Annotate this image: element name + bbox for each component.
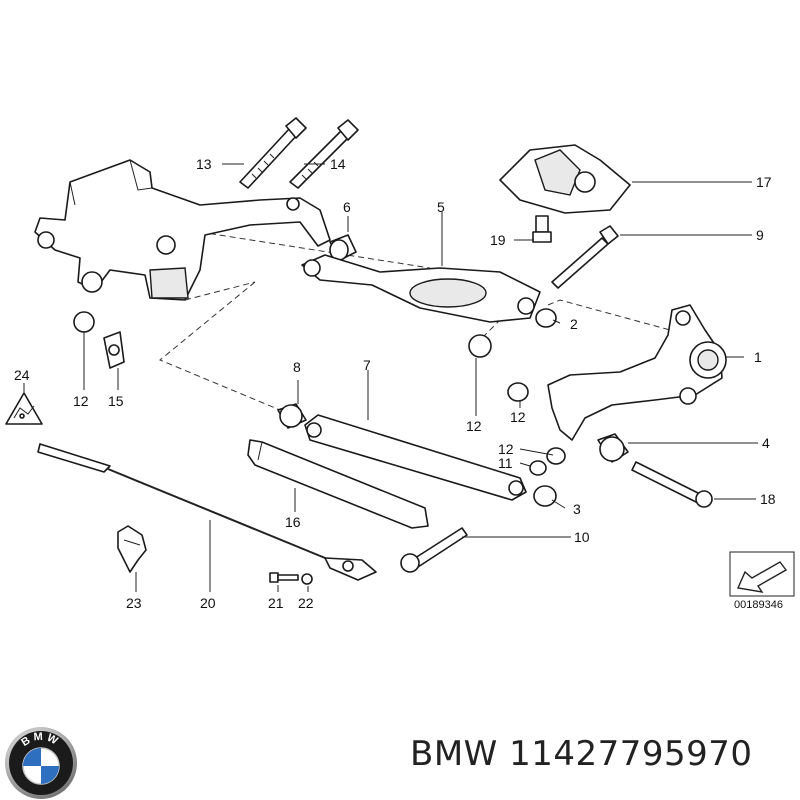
reference-number: 00189346	[734, 599, 783, 611]
bushing-part-12d	[546, 447, 566, 465]
bushing-part-2	[535, 308, 557, 328]
clip-part-23	[117, 525, 147, 573]
callout-19: 19	[490, 232, 506, 248]
nut-part-11	[529, 460, 547, 476]
callout-1: 1	[754, 349, 762, 365]
bushing-part-6	[329, 234, 357, 261]
heat-shield-part-16	[247, 439, 429, 529]
callout-13: 13	[196, 156, 212, 172]
logo-lettering: BMW	[19, 731, 62, 749]
direction-arrow-icon	[736, 561, 788, 593]
callout-4: 4	[762, 435, 770, 451]
rear-subframe	[34, 159, 331, 301]
washer-part-22	[301, 573, 313, 585]
callout-18: 18	[760, 491, 776, 507]
callout-12a: 12	[73, 393, 89, 409]
warning-label-part-24	[5, 392, 43, 425]
callout-17: 17	[756, 174, 772, 190]
callout-8: 8	[293, 359, 301, 375]
callout-2: 2	[570, 316, 578, 332]
callout-labels: 1 2 3 4 5 6 7 8 9 10 11 12 12 12 12 13 1…	[14, 156, 776, 611]
callout-5: 5	[437, 199, 445, 215]
bushing-part-8	[277, 403, 307, 429]
callout-11: 11	[498, 455, 513, 471]
bushing-part-12b	[468, 334, 492, 358]
callout-24: 24	[14, 367, 30, 383]
bolt-part-9	[551, 225, 619, 289]
part-number-caption: BMW 11427795970	[410, 734, 753, 774]
bushing-part-4	[597, 433, 629, 463]
bushing-part-3	[533, 485, 557, 507]
control-arm-part-5	[301, 254, 541, 323]
bushing-part-12c	[507, 382, 529, 402]
bmw-logo-icon: BMW	[5, 727, 77, 799]
callout-6: 6	[343, 199, 351, 215]
link-arm-part-7	[304, 414, 527, 501]
callout-22: 22	[298, 595, 314, 611]
bushing-part-12a	[73, 311, 95, 333]
callout-12c: 12	[510, 409, 526, 425]
callout-23: 23	[126, 595, 142, 611]
callout-15: 15	[108, 393, 124, 409]
callout-7: 7	[363, 357, 371, 373]
bolt-part-19	[532, 215, 552, 243]
callout-21: 21	[268, 595, 284, 611]
mounting-bracket-part-17	[499, 144, 631, 214]
callout-10: 10	[574, 529, 590, 545]
callout-16: 16	[285, 514, 301, 530]
callout-20: 20	[200, 595, 216, 611]
callout-12b: 12	[466, 418, 482, 434]
clip-part-15	[103, 331, 125, 369]
direction-arrow-box: 00189346	[729, 551, 795, 611]
bolt-part-10	[400, 527, 468, 573]
bolt-part-14	[289, 119, 359, 189]
wheel-carrier-part-1	[547, 304, 727, 441]
callout-9: 9	[756, 227, 764, 243]
bolt-part-18	[631, 461, 713, 508]
leader-lines	[23, 163, 758, 592]
screw-part-21	[269, 572, 299, 583]
callout-12d: 12	[498, 441, 514, 457]
callout-3: 3	[573, 501, 581, 517]
callout-14: 14	[330, 156, 346, 172]
cable-part-20	[37, 443, 377, 581]
bolt-part-13	[239, 117, 307, 189]
assembly-guide-lines	[159, 231, 671, 411]
